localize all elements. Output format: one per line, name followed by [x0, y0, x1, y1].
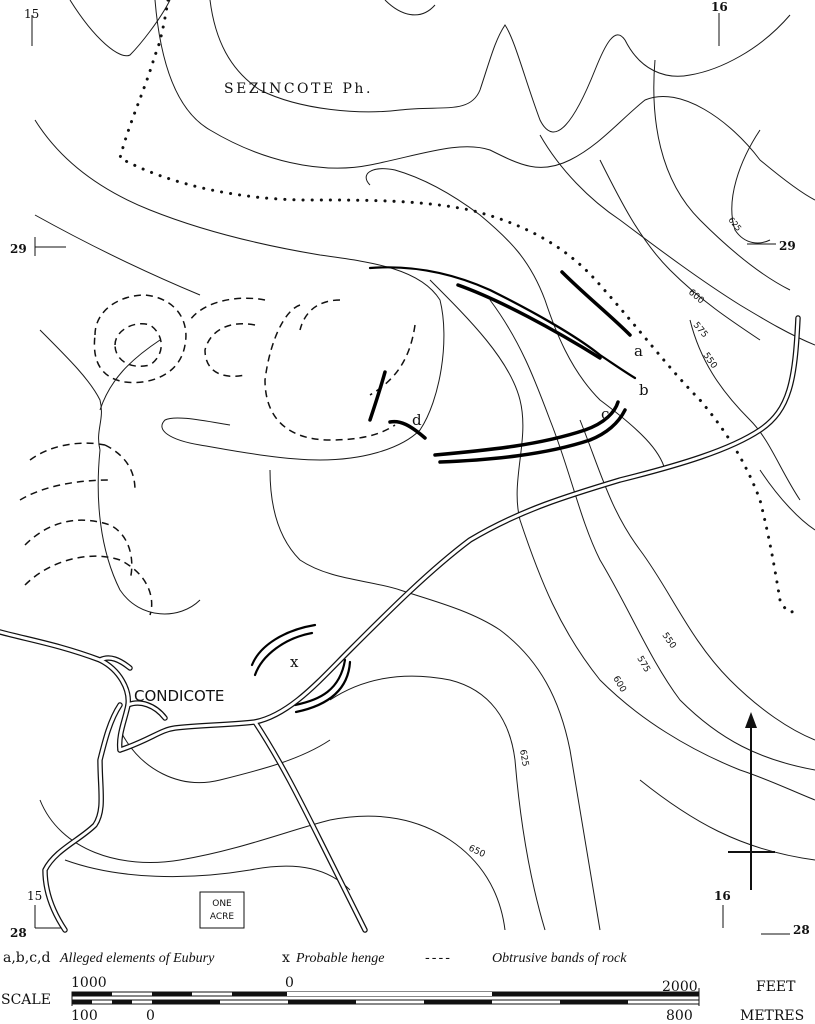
legend-dash-key: ---- [425, 950, 452, 966]
legend-abcd-text: Alleged elements of Eubury [59, 951, 215, 966]
grid-label-left-29: 29 [10, 242, 27, 256]
scale-metres-800: 800 [666, 1008, 693, 1024]
grid-ticks [31, 13, 790, 935]
one-acre-line2: ACRE [210, 912, 235, 922]
feature-label-d: d [412, 411, 422, 429]
sezincote-label: SEZINCOTE Ph. [224, 81, 373, 97]
condicote-label: CONDICOTE [134, 687, 224, 705]
grid-label-top-left: 15 [24, 7, 39, 21]
contour-label-575-mid: 575 [634, 655, 651, 675]
scale-feet-unit: FEET [756, 979, 796, 995]
eubury-banks [368, 266, 637, 464]
scale-metres-100: 100 [71, 1008, 98, 1024]
roads [0, 315, 801, 933]
legend: a,b,c,d Alleged elements of Eubury x Pro… [3, 950, 627, 966]
contour-label-550-mid: 550 [660, 631, 678, 651]
grid-label-bottom-left-28: 28 [10, 926, 27, 940]
feature-label-c: c [601, 405, 609, 423]
rock-bands [19, 294, 416, 616]
legend-abcd-key: a,b,c,d [3, 950, 51, 966]
feature-label-x: x [290, 653, 299, 671]
feature-label-b: b [639, 381, 649, 399]
scale-label: SCALE [1, 992, 51, 1008]
contour-label-650: 650 [467, 844, 487, 860]
grid-label-bottom-left-15: 15 [27, 889, 42, 903]
scale-metres-unit: METRES [740, 1008, 804, 1024]
contour-label-625-top: 625 [726, 216, 743, 233]
scale-feet-0: 0 [285, 975, 294, 991]
scale-feet-1000: 1000 [71, 975, 107, 991]
henge-arcs [250, 623, 352, 714]
grid-label-bottom-right-28: 28 [793, 923, 810, 937]
grid-label-right-29: 29 [779, 239, 796, 253]
grid-label-bottom-right-16: 16 [714, 889, 731, 903]
scale-feet-2000: 2000 [662, 979, 698, 995]
legend-x-key: x [282, 950, 290, 966]
contours [34, 0, 815, 931]
parish-boundary [118, 0, 797, 614]
one-acre-box [199, 891, 245, 929]
contour-label-575-top: 575 [691, 321, 710, 341]
contour-label-550-top: 550 [701, 351, 719, 371]
contour-label-600-top: 600 [686, 288, 706, 307]
contour-label-625-mid: 625 [517, 749, 530, 768]
contour-label-600-mid: 600 [610, 675, 627, 695]
legend-dash-text: Obtrusive bands of rock [492, 951, 627, 966]
north-arrow-icon [728, 712, 775, 890]
grid-label-top-right: 16 [711, 0, 728, 14]
one-acre-line1: ONE [212, 899, 232, 909]
feature-label-a: a [634, 342, 643, 360]
legend-x-text: Probable henge [295, 951, 385, 966]
scale-metres-0: 0 [146, 1008, 155, 1024]
scale-bar: SCALE 1000 0 2000 FEET 100 0 800 METRES [1, 975, 804, 1024]
